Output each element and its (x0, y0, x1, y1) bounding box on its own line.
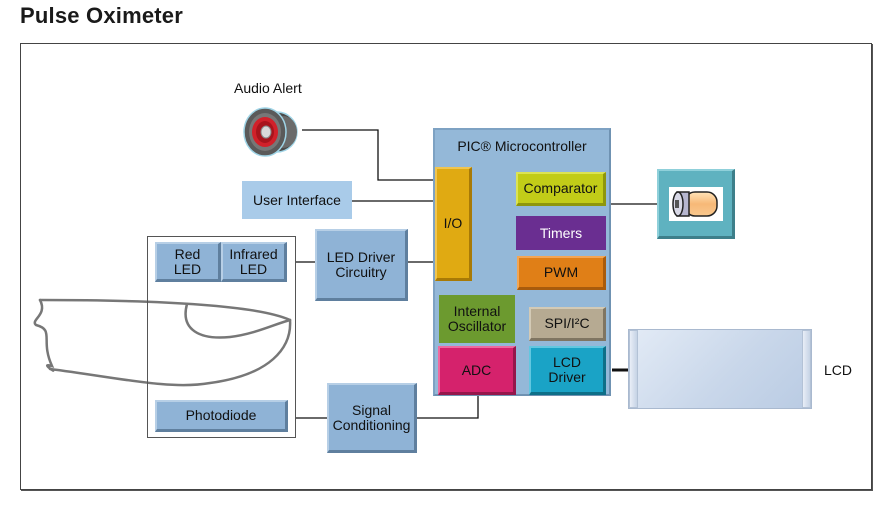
lcd-driver-module: LCD Driver (529, 346, 606, 395)
infrared-led-block: Infrared LED (221, 242, 287, 282)
red-led-block: Red LED (155, 242, 221, 282)
pwm-module: PWM (517, 256, 606, 290)
speaker-icon (243, 107, 298, 157)
spi-i2c-module: SPI/I²C (529, 307, 606, 341)
page-title: Pulse Oximeter (20, 3, 183, 28)
adc-module: ADC (438, 346, 516, 395)
user-interface-block: User Interface (242, 181, 352, 219)
audio-alert-label: Audio Alert (234, 80, 302, 96)
lcd-label: LCD (824, 362, 853, 378)
internal-oscillator-module: Internal Oscillator (439, 295, 515, 343)
wire-audio-io (302, 129, 436, 181)
battery-icon (668, 186, 723, 221)
signal-conditioning-block: Signal Conditioning (327, 383, 417, 453)
timers-module: Timers (516, 216, 606, 250)
battery-block (657, 169, 735, 239)
led-driver-block: LED Driver Circuitry (315, 229, 408, 301)
io-module: I/O (435, 167, 472, 281)
microcontroller-label: PIC® Microcontroller (457, 138, 587, 154)
photodiode-block: Photodiode (155, 400, 288, 432)
wire-signal-adc (416, 395, 479, 419)
comparator-module: Comparator (516, 172, 606, 206)
sensor-probe-area (147, 236, 296, 438)
lcd-display (628, 329, 812, 409)
finger-icon (33, 298, 292, 387)
